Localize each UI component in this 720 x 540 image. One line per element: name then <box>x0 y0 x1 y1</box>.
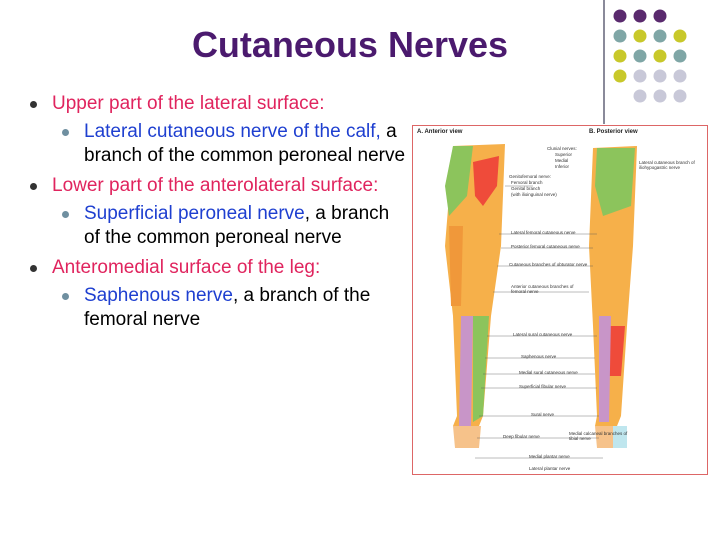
bullet-item: Anteromedial surface of the leg: <box>30 256 410 280</box>
figure-label: Lateral plantar nerve <box>529 466 571 471</box>
decorative-dot <box>673 49 687 63</box>
page-title: Cutaneous Nerves <box>191 24 509 65</box>
figure-label: Lateral sural cutaneous nerve <box>513 332 573 337</box>
figure-label: Inferior <box>555 164 570 169</box>
nerve-name: Saphenous nerve <box>84 285 233 306</box>
decorative-vertical-line <box>603 0 605 124</box>
anterior-leg <box>445 144 505 448</box>
sub-bullet-item: Saphenous nerve, a branch of the femoral… <box>62 284 410 332</box>
sub-bullet-item: Superficial peroneal nerve, a branch of … <box>62 202 410 250</box>
decorative-dot <box>653 29 667 43</box>
figure-label: (with ilioinguinal nerve) <box>511 192 557 197</box>
decorative-dot <box>613 9 627 23</box>
decorative-dot <box>653 89 667 103</box>
figure-label: Genital branch <box>511 186 541 191</box>
nerve-description: , a branch of the femoral nerve <box>84 285 371 330</box>
decorative-dot <box>653 69 667 83</box>
leg-illustration <box>445 144 637 459</box>
panel-a-label: A. Anterior view <box>417 129 463 135</box>
figure-label: Sural nerve <box>531 412 555 417</box>
leg-nerve-figure: A. Anterior view B. Posterior view Cluni… <box>412 125 708 475</box>
figure-label: Deep fibular nerve <box>503 434 540 439</box>
figure-label: Medial plantar nerve <box>529 454 570 459</box>
figure-label: Medial calcaneal branches of tibial nerv… <box>569 431 628 441</box>
decorative-dot <box>633 49 647 63</box>
decorative-dot <box>613 29 627 43</box>
figure-label: Femoral branch <box>511 180 543 185</box>
bullet-item: Upper part of the lateral surface: <box>30 92 410 116</box>
decorative-dot <box>653 49 667 63</box>
decorative-dot <box>673 89 687 103</box>
posterior-leg <box>589 146 637 448</box>
figure-label: Posterior femoral cutaneous nerve <box>511 244 580 249</box>
label-leader-lines <box>475 185 603 459</box>
figure-label: Medial <box>555 158 569 163</box>
figure-label: Superior <box>555 152 573 157</box>
sub-bullet-item: Lateral cutaneous nerve of the calf, a b… <box>62 120 410 168</box>
nerve-name: Lateral cutaneous nerve of the calf, <box>84 121 381 142</box>
decorative-dot <box>633 9 647 23</box>
decorative-dot <box>633 89 647 103</box>
figure-label: Clunial nerves: <box>547 146 577 151</box>
decorative-dot <box>633 29 647 43</box>
figure-label: Medial sural cutaneous nerve <box>519 370 578 375</box>
decorative-dot <box>653 9 667 23</box>
figure-label: Lateral cutaneous branch of iliohypogast… <box>639 160 695 170</box>
nerve-description: , a branch of the common peroneal nerve <box>84 203 390 248</box>
figure-label: Lateral femoral cutaneous nerve <box>511 230 576 235</box>
figure-label: Anterior cutaneous branches of femoral n… <box>511 284 574 294</box>
figure-label: Superficial fibular nerve <box>519 384 567 389</box>
nerve-description: a branch of the common peroneal nerve <box>84 121 406 166</box>
decorative-dot <box>633 69 647 83</box>
decorative-dot <box>673 69 687 83</box>
decorative-dot-grid <box>613 9 687 103</box>
figure-label: Cutaneous branches of obturator nerve <box>509 262 588 267</box>
decorative-dot <box>613 49 627 63</box>
figure-label: Genitofemoral nerve: <box>509 174 552 179</box>
decorative-dot <box>613 69 627 83</box>
decorative-dot <box>673 29 687 43</box>
figure-label: Saphenous nerve <box>521 354 557 359</box>
panel-b-label: B. Posterior view <box>589 129 638 135</box>
bullet-item: Lower part of the anterolateral surface: <box>30 174 410 198</box>
bullet-list: Upper part of the lateral surface: Later… <box>30 92 410 338</box>
nerve-name: Superficial peroneal nerve <box>84 203 305 224</box>
